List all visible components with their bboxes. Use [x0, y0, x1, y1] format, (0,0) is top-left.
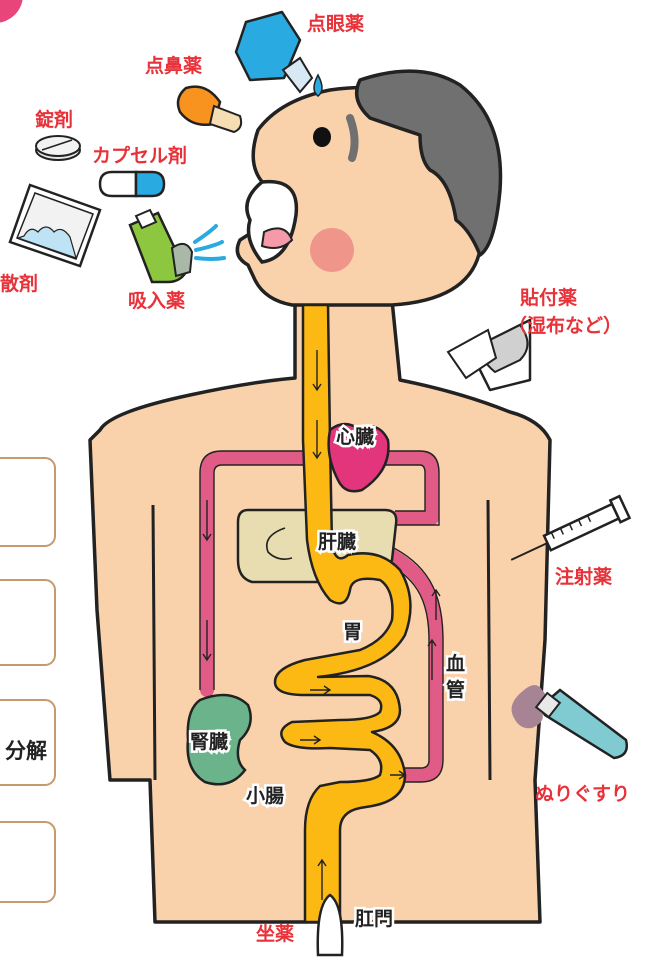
powder-packet-icon	[10, 185, 100, 266]
side-panel-2	[0, 580, 55, 665]
organ-label-stomach: 胃	[343, 621, 362, 643]
nasal-drop-bottle-icon	[178, 87, 241, 132]
side-panel-1	[0, 458, 55, 546]
organ-label-liver: 肝臓	[318, 531, 356, 553]
organ-label-heart: 心臓	[336, 426, 374, 448]
capsule-icon	[100, 172, 164, 196]
label-injection: 注射薬	[555, 565, 612, 588]
eye	[313, 127, 331, 147]
label-patch-2: （湿布など）	[508, 314, 622, 337]
inhaler-icon	[130, 210, 224, 282]
eyebrow	[350, 118, 355, 158]
arm-line-left	[153, 505, 155, 780]
label-ointment: ぬりぐすり	[535, 783, 630, 805]
label-nasal-drops: 点鼻薬	[145, 54, 202, 77]
label-patch-1: 貼付薬	[520, 286, 577, 309]
corner-badge	[0, 0, 23, 23]
side-panels	[0, 458, 55, 902]
label-capsule: カプセル剤	[92, 144, 187, 167]
label-suppository: 坐薬	[256, 922, 294, 945]
label-powder: 散剤	[0, 272, 38, 295]
organ-label-small-intestine: 小腸	[246, 785, 284, 807]
side-panel-4	[0, 822, 55, 902]
side-panel-text: 分解	[5, 739, 47, 763]
label-inhaler: 吸入薬	[128, 289, 185, 312]
organ-label-vessel-1: 血	[446, 652, 465, 675]
arm-line-right	[488, 500, 490, 780]
organ-label-kidney: 腎臓	[190, 731, 228, 753]
organ-label-anus: 肛門	[355, 908, 393, 930]
label-tablet: 錠剤	[35, 108, 73, 131]
cheek	[310, 228, 354, 272]
label-eye-drops: 点眼薬	[307, 12, 364, 35]
tablet-icon	[36, 136, 80, 160]
organ-label-vessel-2: 管	[446, 678, 465, 701]
